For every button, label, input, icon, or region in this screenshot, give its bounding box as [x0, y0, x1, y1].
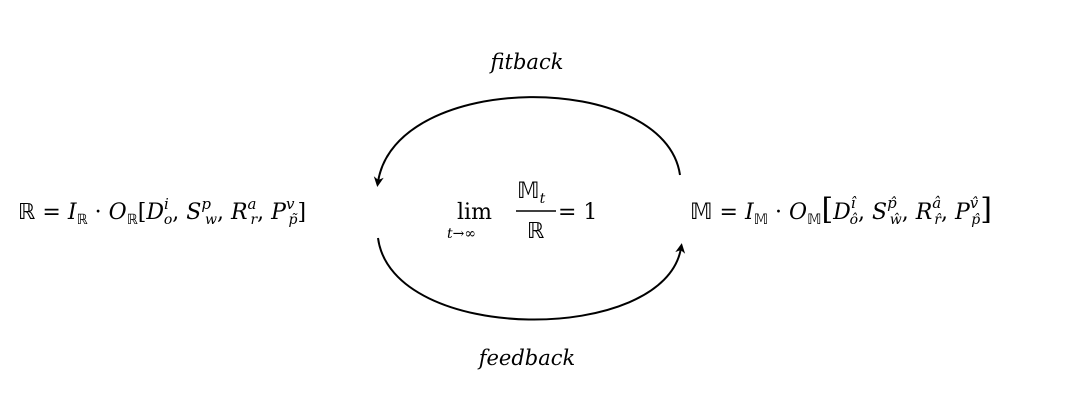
model-term-s: S [872, 200, 887, 225]
fitback-label: fitback [489, 50, 564, 74]
model-symbol: 𝕄 [690, 200, 713, 225]
model-term-p: P [954, 200, 971, 225]
fitback-arrow [373, 96, 681, 187]
term-d: D [145, 200, 164, 225]
term-p: P [270, 200, 287, 225]
model-term-r: R [915, 200, 933, 225]
model-term-d: D [832, 200, 851, 225]
real-symbol: ℝ [18, 200, 35, 225]
term-s: S [186, 200, 201, 225]
fraction-denominator: ℝ [527, 219, 544, 244]
feedback-arrow [377, 237, 686, 321]
limit-subscript: t→∞ [447, 226, 476, 242]
term-r: R [230, 200, 248, 225]
limit-operator: lim [457, 200, 492, 225]
fraction-numerator: 𝕄t [517, 179, 546, 207]
feedback-label: feedback [477, 346, 576, 370]
limit-result: = 1 [558, 200, 597, 225]
